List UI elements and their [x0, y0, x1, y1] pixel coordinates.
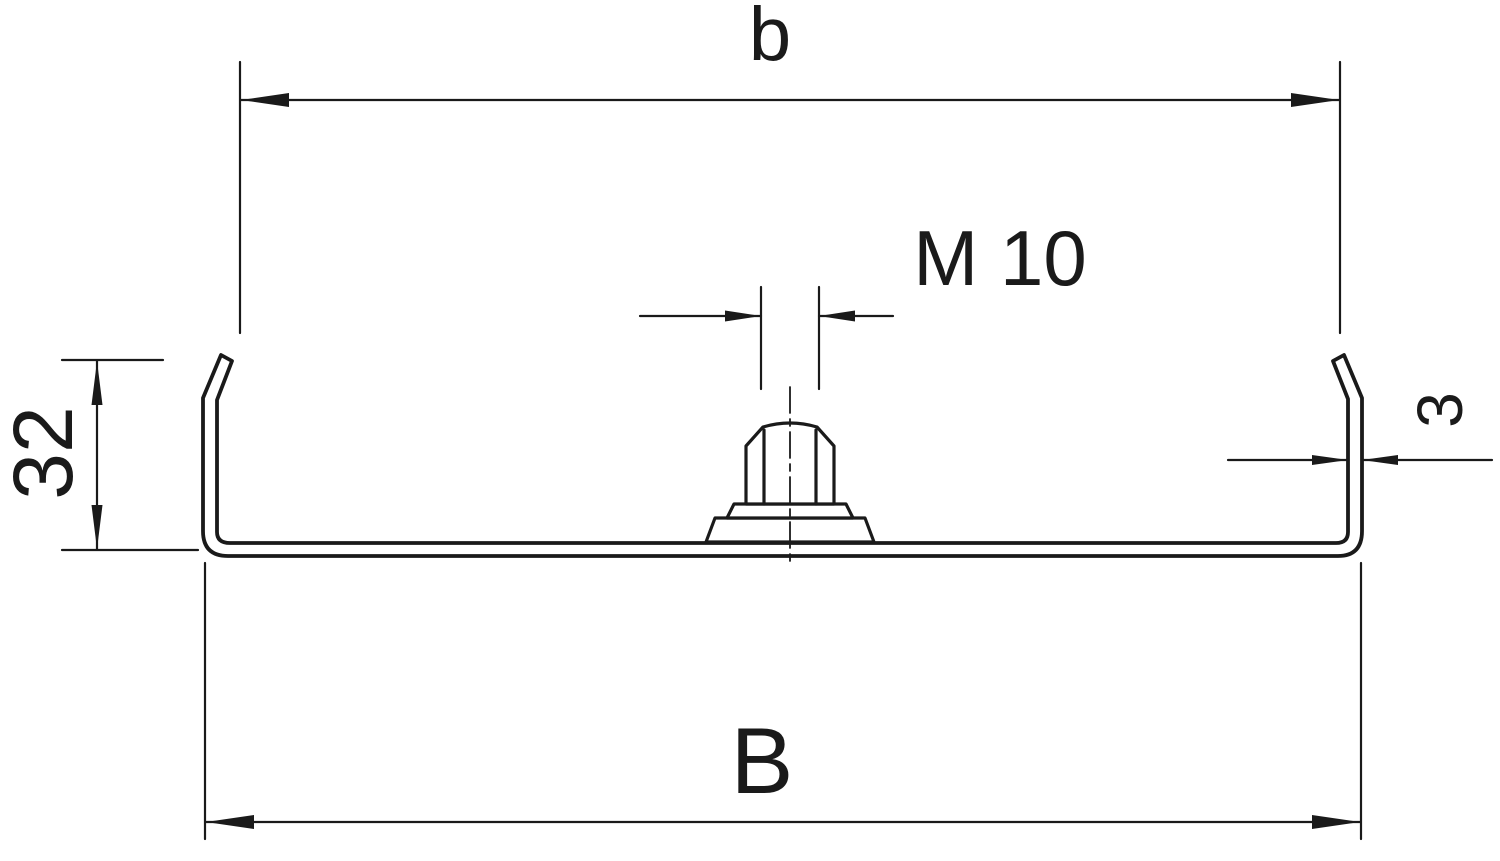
labels: b M 10 32 3 B [0, 0, 1476, 813]
arrowhead-B-right [1312, 815, 1360, 829]
arrowhead-m10-left [725, 310, 761, 322]
arrowhead-32-top [91, 361, 103, 405]
label-thread-size: M 10 [913, 214, 1086, 302]
arrowhead-32-bottom [91, 505, 103, 549]
arrowhead-B-left [206, 815, 254, 829]
dimension-m10 [638, 285, 895, 391]
label-width-top: b [749, 0, 791, 77]
arrowhead-m10-right [819, 310, 855, 322]
arrowhead-3-left [1312, 455, 1348, 465]
dimension-B [203, 561, 1363, 841]
dimension-b [238, 60, 1342, 335]
profile [201, 353, 1364, 558]
profile-outline [201, 353, 1364, 558]
arrowhead-3-right [1362, 455, 1398, 465]
arrowhead-b-left [241, 93, 289, 107]
arrowheads [91, 93, 1398, 829]
label-width-bottom: B [731, 708, 794, 813]
arrowhead-b-right [1291, 93, 1339, 107]
label-thickness-right: 3 [1404, 392, 1476, 428]
label-height-left: 32 [0, 406, 90, 499]
